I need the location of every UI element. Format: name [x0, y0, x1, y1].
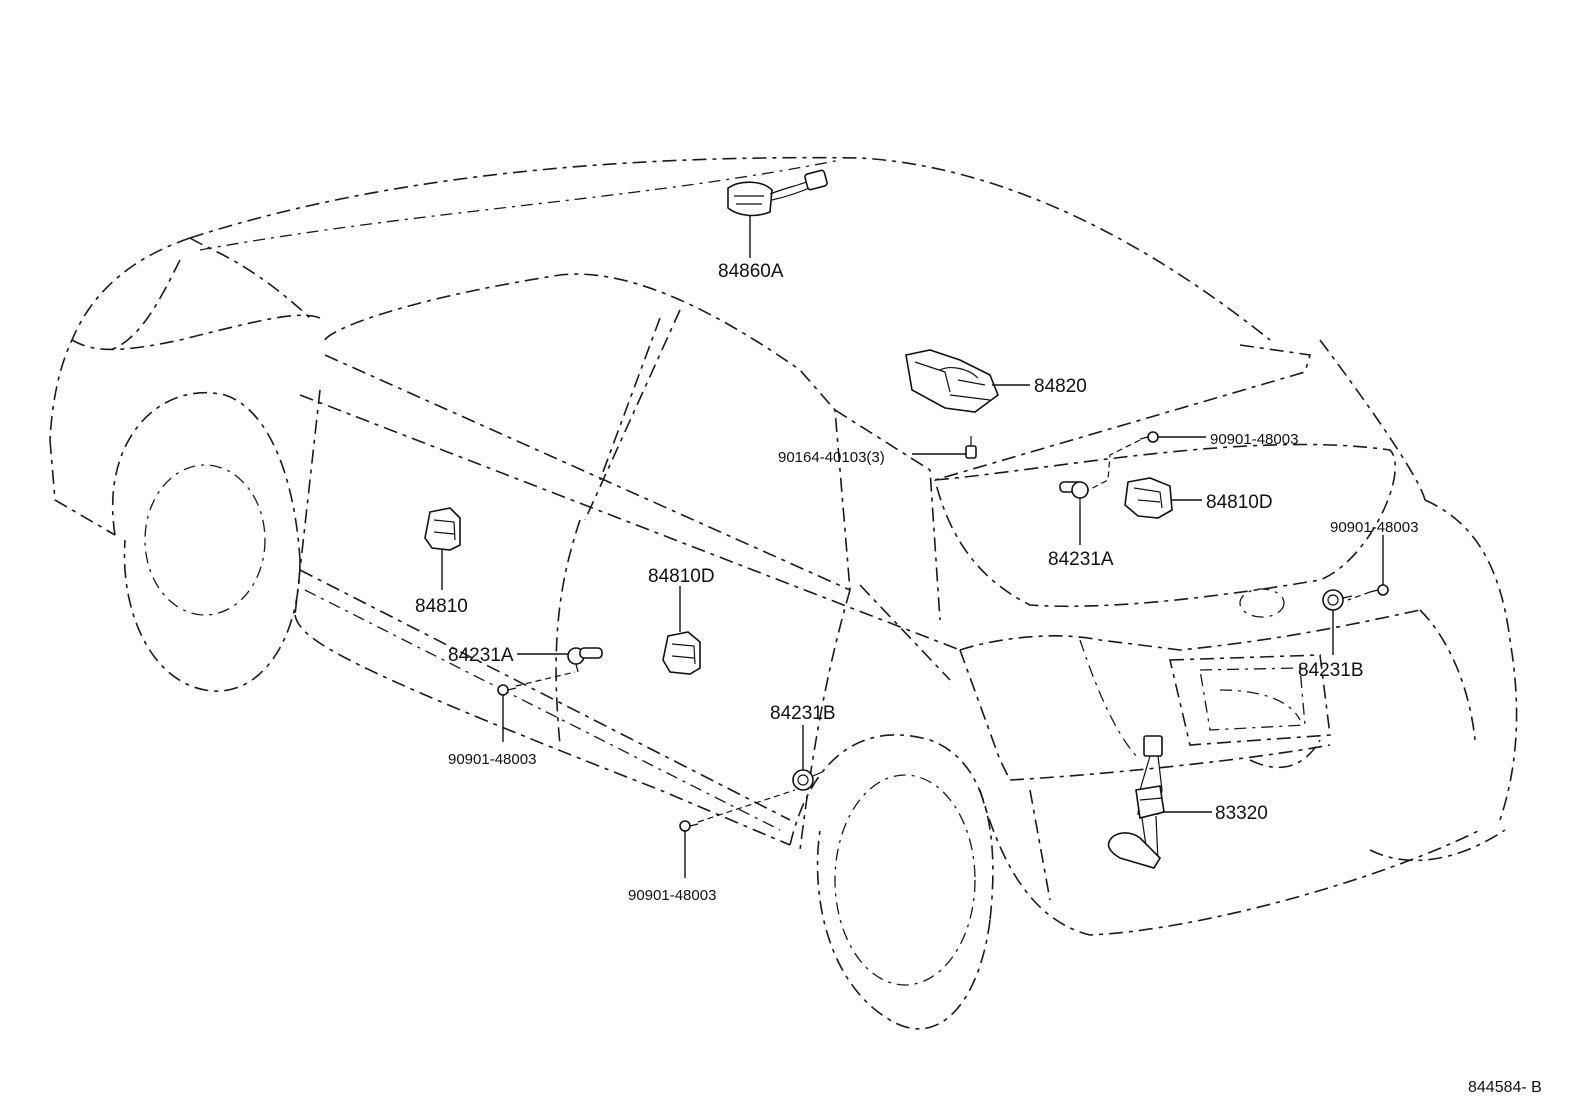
label-90164-40103: 90164-40103(3) [778, 449, 885, 466]
label-90901-48003-rear-right: 90901-48003 [1330, 519, 1418, 536]
clip-side-front-part[interactable] [497, 684, 517, 696]
label-84231a-rear: 84231A [1048, 549, 1114, 570]
sensor-rear-right-part[interactable] [1322, 589, 1353, 611]
switch-front-door-part[interactable] [424, 507, 461, 551]
switch-rear-right-part[interactable] [1124, 477, 1173, 519]
label-84810d-rear-right: 84810D [1206, 492, 1273, 513]
clip-rear-upper-part[interactable] [1139, 431, 1159, 443]
switch-rear-door-part[interactable] [662, 631, 701, 675]
sensor-side-rear-part[interactable] [792, 769, 823, 791]
figure-reference: 844584- B [1468, 1079, 1542, 1096]
label-84860a: 84860A [718, 261, 784, 282]
label-84231a-side: 84231A [448, 645, 514, 666]
sensor-rear-left-part[interactable] [1059, 481, 1089, 506]
label-84810: 84810 [415, 596, 468, 617]
harness-rear-part[interactable] [1107, 735, 1165, 869]
sensor-side-part[interactable] [567, 647, 603, 673]
vehicle-body-outline [49, 156, 1518, 1030]
label-90901-48003-side-front: 90901-48003 [448, 751, 536, 768]
master-switch-part[interactable] [905, 349, 999, 413]
label-84231b-rear: 84231B [1298, 660, 1364, 681]
label-90901-48003-side-rear: 90901-48003 [628, 887, 716, 904]
label-84820: 84820 [1034, 376, 1087, 397]
antenna-roof-part[interactable] [727, 169, 828, 217]
label-84231b-side: 84231B [770, 703, 836, 724]
label-83320: 83320 [1215, 803, 1268, 824]
clip-rear-right-part[interactable] [1369, 584, 1389, 596]
screw-switch-part[interactable] [965, 436, 977, 459]
clip-side-rear-part[interactable] [679, 820, 699, 832]
label-90901-48003-rear-upper: 90901-48003 [1210, 431, 1298, 448]
label-84810d-rear-door: 84810D [648, 566, 715, 587]
